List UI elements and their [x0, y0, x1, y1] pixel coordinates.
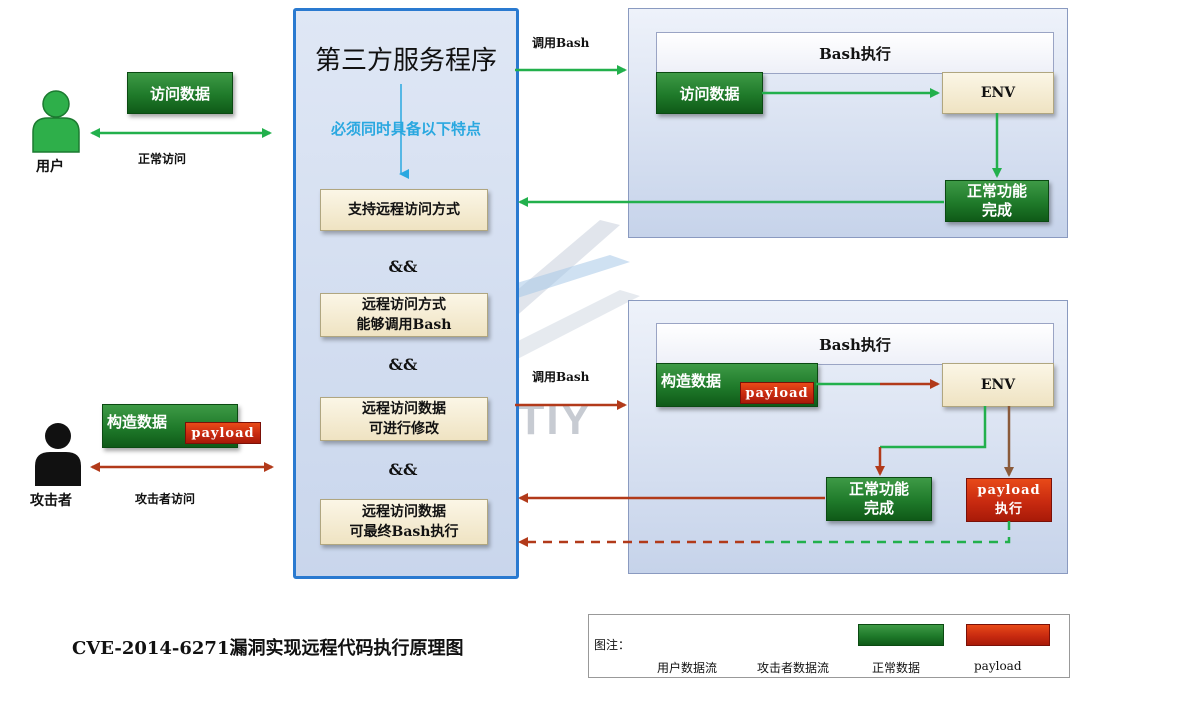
bottom-result-box: 正常功能 完成 [826, 477, 932, 521]
legend-title: 图注： [594, 638, 631, 652]
attacker-data-label: 构造数据 [107, 413, 168, 431]
user-label: 用户 [36, 159, 64, 175]
top-data-box: 访问数据 [656, 72, 763, 114]
condition-1: 支持远程访问方式 [320, 189, 488, 231]
legend-attacker-flow-label: 攻击者数据流 [757, 661, 830, 675]
legend-payload-swatch [966, 624, 1050, 646]
bottom-bash-header: Bash执行 [656, 323, 1054, 365]
top-bash-header: Bash执行 [656, 32, 1054, 74]
bottom-env-box: ENV [942, 363, 1054, 407]
condition-3: 远程访问数据 可进行修改 [320, 397, 488, 441]
user-icon [30, 88, 82, 154]
legend-normal-label: 正常数据 [872, 661, 921, 675]
attacker-payload-box: payload [185, 422, 261, 444]
user-data-box: 访问数据 [127, 72, 233, 114]
bottom-payload-exec-box: payload 执行 [966, 478, 1052, 522]
top-call-bash-label: 调用Bash [532, 36, 590, 50]
top-env-box: ENV [942, 72, 1054, 114]
diagram-caption: CVE-2014-6271漏洞实现远程代码执行原理图 [72, 638, 464, 659]
user-access-label: 正常访问 [138, 152, 187, 166]
service-subtitle: 必须同时具备以下特点 [330, 120, 481, 138]
legend-normal-swatch [858, 624, 944, 646]
legend-user-flow-label: 用户数据流 [657, 661, 718, 675]
and-symbol-2: && [388, 355, 418, 374]
condition-2: 远程访问方式 能够调用Bash [320, 293, 488, 337]
top-result-box: 正常功能 完成 [945, 180, 1049, 222]
legend-payload-label: payload [974, 659, 1022, 673]
attacker-access-label: 攻击者访问 [135, 492, 196, 506]
bottom-call-bash-label: 调用Bash [532, 370, 590, 384]
bottom-data-label: 构造数据 [661, 372, 722, 390]
service-title: 第三方服务程序 [314, 46, 497, 76]
bottom-payload-box: payload [740, 382, 814, 404]
attacker-icon [32, 420, 84, 488]
and-symbol-3: && [388, 460, 418, 479]
attacker-label: 攻击者 [30, 493, 72, 509]
condition-4: 远程访问数据 可最终Bash执行 [320, 499, 488, 545]
and-symbol-1: && [388, 257, 418, 276]
